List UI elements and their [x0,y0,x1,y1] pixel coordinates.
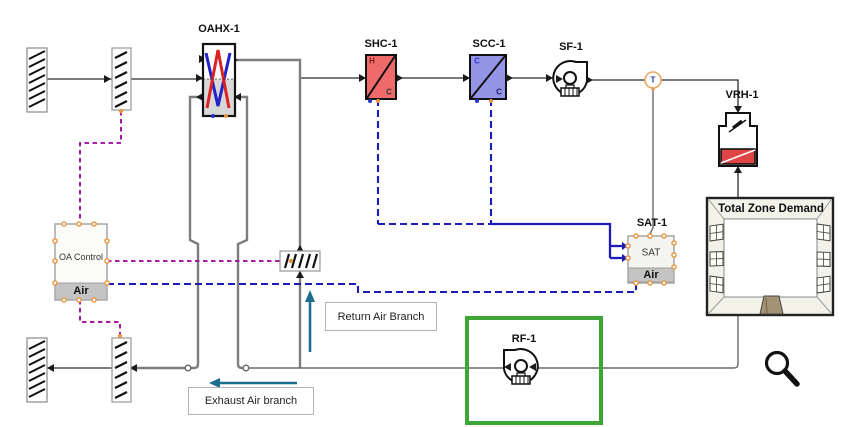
t-sensor-letter: T [650,75,656,85]
vrh-label: VRH-1 [725,89,759,101]
scc-label: SCC-1 [472,38,506,50]
scc-corner-top-letter: C [474,56,480,66]
outdoor-air-louver[interactable] [26,47,48,113]
sat-title-label: SAT-1 [636,217,668,229]
exhaust-air-louver[interactable] [26,337,48,403]
oa-control-box[interactable] [52,221,110,303]
sat-setpoint-box[interactable] [625,233,677,286]
exhaust-air-flow-arrow [209,378,297,388]
supply-fan[interactable] [552,60,588,97]
return-air-flow-arrow [305,290,315,352]
oa-air-band-label: Air [73,285,89,297]
outdoor-air-duct-lines [47,77,739,369]
purple-control-signals [79,111,290,336]
vrh-reheat-coil[interactable] [718,112,758,167]
shc-label: SHC-1 [364,38,398,50]
return-fan[interactable] [503,348,539,385]
temperature-sensor[interactable] [644,71,662,91]
oahx-heat-exchanger[interactable] [201,42,237,118]
zone-demand-box[interactable] [705,196,835,317]
zone-title: Total Zone Demand [718,203,824,215]
heat-recovery-loop-lines [131,58,302,370]
oa-control-ports [52,221,110,303]
scc-corner-bottom-letter: C [496,87,502,97]
exhaust-air-branch-note: Exhaust Air branch [188,387,314,415]
exhaust-damper[interactable] [111,337,132,403]
zone-door-icon [759,295,784,315]
oahx-label: OAHX-1 [198,23,240,35]
oa-control-label: OA Control [58,252,104,262]
shc-heating-coil[interactable] [365,54,397,103]
zone-window-icons [709,223,831,294]
return-air-branch-note: Return Air Branch [325,302,437,331]
blue-control-signals [107,99,638,294]
return-air-line [184,88,739,372]
sat-ports [625,233,677,286]
sat-air-band-label: Air [643,269,659,281]
shc-corner-bottom-letter: C [386,87,392,97]
signal-endpoint-dots [117,108,294,339]
rf-label: RF-1 [511,333,537,345]
sat-box-label: SAT [641,247,661,259]
magnifier-icon[interactable] [764,350,800,387]
highlight-box [465,316,603,425]
shc-corner-top-letter: H [369,56,375,66]
scc-cooling-coil[interactable] [469,54,507,103]
outdoor-air-damper[interactable] [111,47,132,111]
recirculation-damper[interactable] [279,250,321,272]
sf-label: SF-1 [559,41,583,53]
